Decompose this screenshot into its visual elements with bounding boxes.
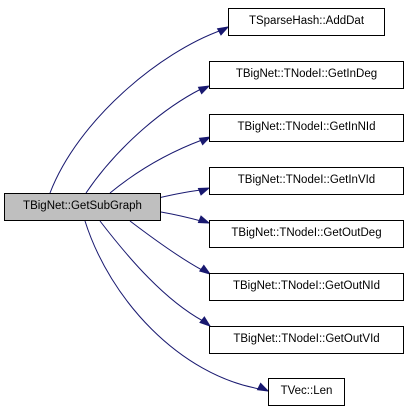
arrowhead-icon [216,26,230,36]
callee-label: TBigNet::TNodeI::GetInNId [237,121,376,134]
call-edge [129,220,203,271]
callee-label: TBigNet::TNodeI::GetInVId [237,174,376,187]
arrowhead-icon [197,187,211,196]
callee-node-get-in-nid[interactable]: TBigNet::TNodeI::GetInNId [209,114,404,142]
arrowhead-icon [197,85,211,95]
callee-node-get-out-vid[interactable]: TBigNet::TNodeI::GetOutVId [209,326,404,354]
arrowhead-icon [256,382,270,392]
call-edge [85,88,202,194]
callee-node-get-out-deg[interactable]: TBigNet::TNodeI::GetOutDeg [209,220,404,248]
callee-node-get-in-vid[interactable]: TBigNet::TNodeI::GetInVId [209,167,404,195]
callee-label: TBigNet::TNodeI::GetOutVId [233,333,380,346]
callee-node-add-dat[interactable]: TSparseHash::AddDat [228,8,385,36]
callee-label: TVec::Len [280,385,333,398]
arrowhead-icon [197,215,211,224]
callee-node-tvec-len[interactable]: TVec::Len [268,378,345,406]
callee-label: TBigNet::TNodeI::GetOutNId [232,280,380,293]
callee-node-get-out-nid[interactable]: TBigNet::TNodeI::GetOutNId [209,273,404,301]
call-edge [109,139,203,194]
callee-node-get-in-deg[interactable]: TBigNet::TNodeI::GetInDeg [209,61,404,89]
root-node-label: TBigNet::GetSubGraph [23,200,142,213]
call-edge [160,211,202,222]
root-node[interactable]: TBigNet::GetSubGraph [4,193,161,221]
call-edge [84,220,261,390]
arrowhead-icon [198,136,212,146]
callee-label: TSparseHash::AddDat [248,15,365,28]
call-edge [99,220,204,322]
callee-label: TBigNet::TNodeI::GetOutDeg [231,227,382,240]
callee-label: TBigNet::TNodeI::GetInDeg [235,68,378,81]
arrowhead-icon [198,264,212,275]
call-edge [49,29,223,194]
arrowhead-icon [199,316,212,327]
